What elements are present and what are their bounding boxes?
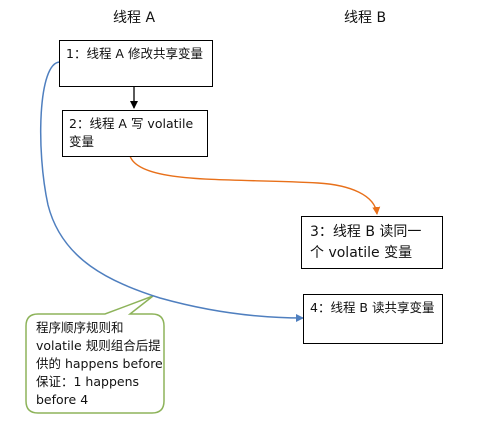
step-4-box: 4：线程 B 读共享变量 [303, 294, 443, 344]
step-3-box: 3：线程 B 读同一个 volatile 变量 [301, 216, 443, 269]
callout-bubble [25, 295, 165, 414]
volatile-rule-arrow [129, 155, 381, 215]
step-1-box: 1：线程 A 修改共享变量 [59, 40, 213, 87]
step-2-box: 2：线程 A 写 volatile 变量 [62, 110, 208, 157]
lane-title-thread-b: 线程 B [344, 10, 387, 26]
happens-before-note: 程序顺序规则和 volatile 规则组合后提供的 happens before… [36, 320, 163, 407]
happens-before-arrow [39, 61, 304, 322]
lane-title-thread-a: 线程 A [113, 10, 156, 26]
